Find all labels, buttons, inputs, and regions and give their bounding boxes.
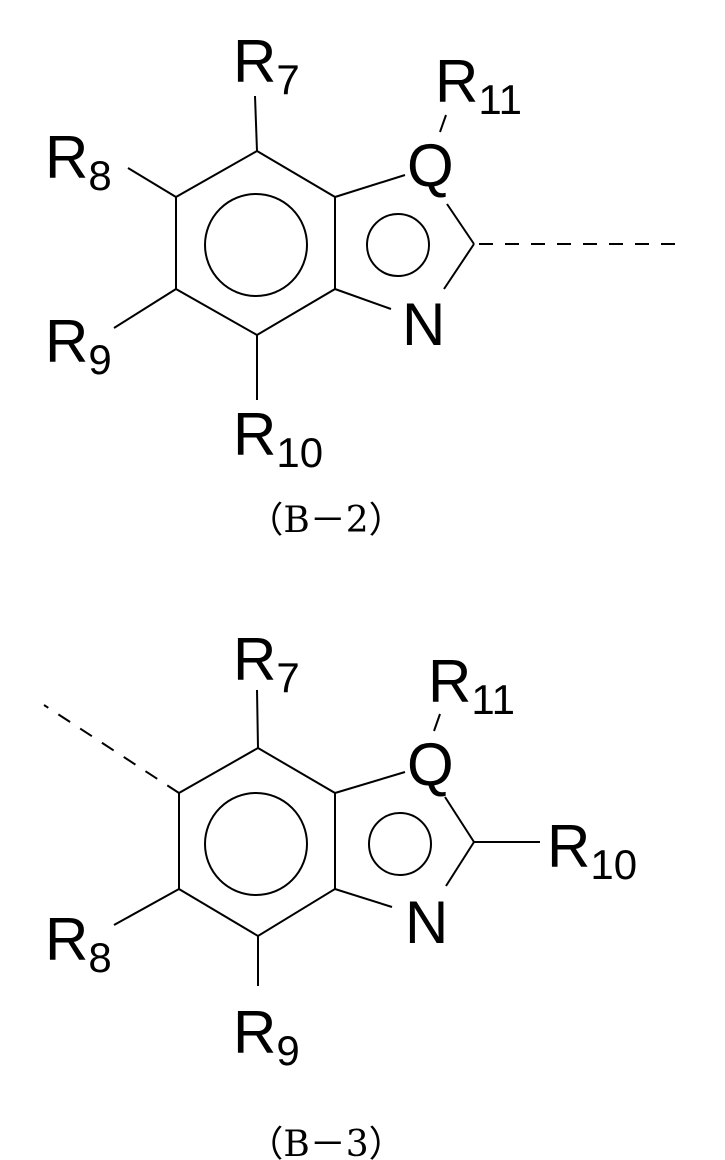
label-r11: R11 <box>428 648 515 723</box>
label-q: Q <box>407 731 454 798</box>
bond-q-r11 <box>440 115 446 132</box>
bond-q-c2 <box>447 204 474 244</box>
label-n: N <box>405 889 448 956</box>
label-r9: R9 <box>45 308 112 383</box>
bond-c2-n <box>444 244 474 289</box>
label-r8: R8 <box>45 906 112 981</box>
label-q: Q <box>407 132 454 199</box>
azole-aromatic-circle <box>369 813 431 875</box>
bond-r8 <box>128 168 176 197</box>
caption-b3: （B－3） <box>247 1124 404 1160</box>
benzene-ring <box>179 748 335 936</box>
aromatic-circle <box>205 194 307 296</box>
benzene-ring <box>176 151 335 335</box>
bond-c-q <box>335 772 405 793</box>
bond-c-q <box>335 175 405 197</box>
bond-r7 <box>255 96 257 151</box>
label-r10: R10 <box>233 401 323 476</box>
bond-n-c <box>335 289 391 309</box>
bond-r8 <box>114 889 179 925</box>
bond-c2-n <box>446 842 474 886</box>
label-r7: R7 <box>233 28 300 103</box>
label-r7: R7 <box>233 626 300 701</box>
bond-r9 <box>114 289 176 328</box>
structure-b3: R7 R8 R9 R10 R11 Q N （B－3） <box>44 626 637 1160</box>
bond-q-c2 <box>445 797 474 842</box>
label-r8: R8 <box>45 124 112 199</box>
caption-b2: （B－2） <box>247 500 404 541</box>
label-r10: R10 <box>547 813 637 888</box>
aromatic-circle <box>205 793 307 895</box>
bond-r7 <box>257 690 258 748</box>
bond-q-r11 <box>434 714 440 731</box>
label-r9: R9 <box>233 999 300 1074</box>
dashed-attachment-bond <box>44 705 179 793</box>
label-r11: R11 <box>435 48 522 123</box>
bond-n-c <box>335 889 392 907</box>
structure-b2: R7 R8 R9 R10 R11 Q N （B－2） <box>45 28 684 541</box>
azole-aromatic-circle <box>367 214 429 276</box>
label-n: N <box>402 291 445 358</box>
